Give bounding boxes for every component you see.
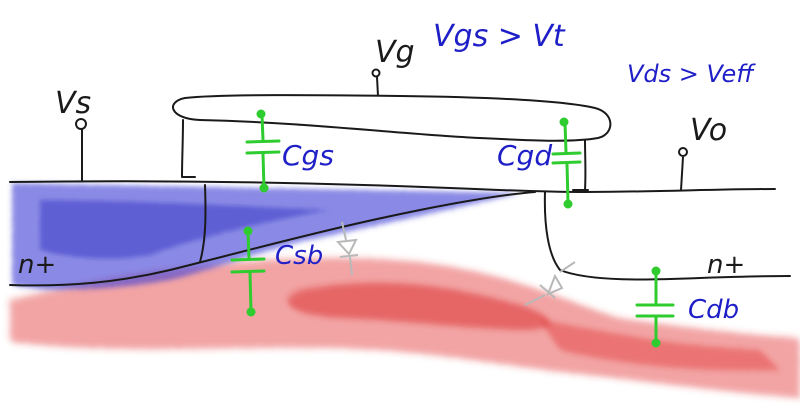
cgd-label: Cgd — [497, 139, 552, 172]
cdb-capacitor — [635, 266, 675, 348]
n-plus-left-label: n+ — [18, 250, 56, 280]
p-substrate-region — [10, 257, 800, 398]
cgs-label: Cgs — [282, 139, 334, 172]
vo-label: Vo — [690, 113, 727, 148]
gate-terminal — [371, 68, 381, 97]
vs-label: Vs — [55, 86, 91, 121]
cdb-label: Cdb — [688, 295, 739, 325]
n-plus-right-label: n+ — [707, 250, 745, 280]
drain-terminal — [678, 147, 688, 191]
source-terminal — [75, 118, 87, 181]
source-body-diode-icon — [335, 221, 359, 276]
vgs-condition: Vgs > Vt — [433, 19, 566, 54]
vds-condition: Vds > Veff — [627, 60, 756, 88]
cgd-capacitor — [551, 117, 582, 209]
csb-capacitor — [230, 226, 266, 317]
vg-label: Vg — [375, 35, 415, 70]
cgs-capacitor — [245, 109, 281, 193]
n-plus-source-region — [12, 183, 520, 290]
drain-body-diode-icon — [524, 261, 576, 306]
csb-label: Csb — [275, 241, 323, 271]
gate-electrode — [172, 94, 612, 191]
device-outline — [9, 180, 791, 287]
